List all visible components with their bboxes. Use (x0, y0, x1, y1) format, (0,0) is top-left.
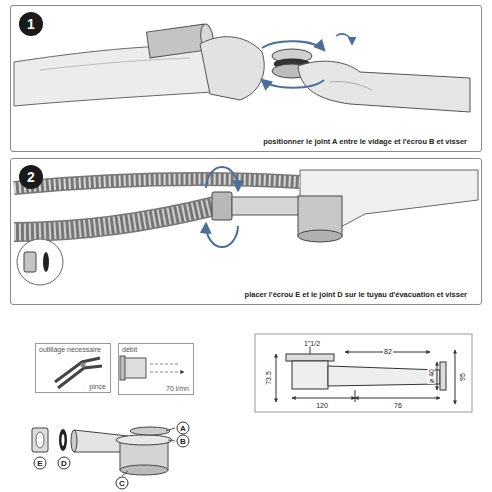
step-caption: placer l'écrou E et le joint D sur le tu… (243, 290, 469, 299)
dimension-value: 82 (383, 348, 393, 355)
box-heading: débit (122, 346, 137, 353)
callout-letter: D (58, 457, 71, 470)
exploded-view (32, 427, 175, 476)
info-box: outillage nécessaire pince (35, 343, 111, 393)
step-number-text: 2 (19, 165, 43, 189)
step-panel: placer l'écrou E et le joint D sur le tu… (10, 158, 482, 305)
dimension-value: 120 (315, 402, 329, 409)
step-number: 2 (19, 165, 43, 189)
step-number: 1 (19, 12, 43, 36)
box-value: 70 l/mn (166, 385, 189, 392)
dimension-value: 1"1/2 (303, 340, 321, 347)
callout-letter: E (34, 457, 47, 470)
dimension-value: 95 (459, 372, 466, 382)
callout-letter: A (177, 422, 190, 435)
flow-icon (120, 356, 184, 380)
callout-letter: B (177, 435, 190, 448)
dimension-drawing (255, 334, 472, 412)
dimension-value: 73.5 (265, 370, 272, 386)
info-box: débit 70 l/mn (118, 343, 194, 395)
step-panel: positionner le joint A entre le vidage e… (10, 5, 482, 152)
box-heading: outillage nécessaire (39, 346, 101, 353)
box-value: pince (89, 383, 106, 390)
step-number-text: 1 (19, 12, 43, 36)
step-caption: positionner le joint A entre le vidage e… (261, 137, 469, 146)
dimension-value: ø 40 (428, 368, 435, 384)
step2-illustration (14, 167, 478, 285)
callout-letter: C (116, 477, 129, 490)
step1-illustration (14, 23, 470, 112)
dimension-value: 76 (393, 402, 403, 409)
